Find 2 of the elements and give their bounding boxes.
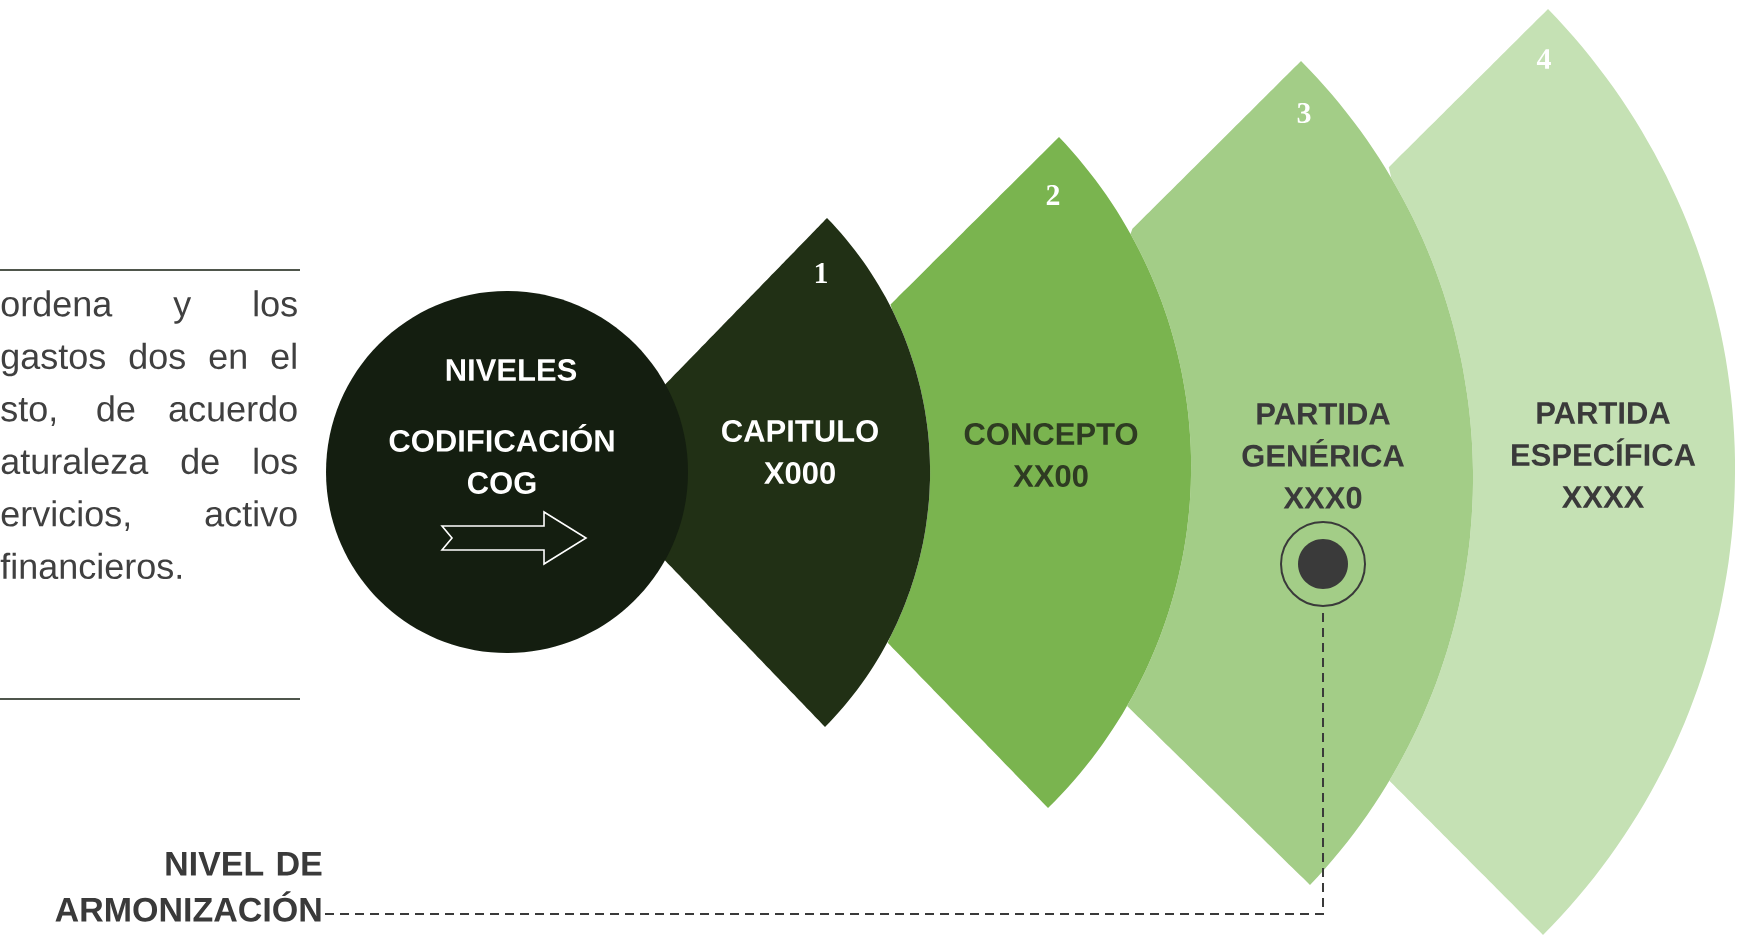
level-label: NIVEL DE ARMONIZACIÓN <box>55 852 322 922</box>
target-marker <box>1280 521 1366 607</box>
